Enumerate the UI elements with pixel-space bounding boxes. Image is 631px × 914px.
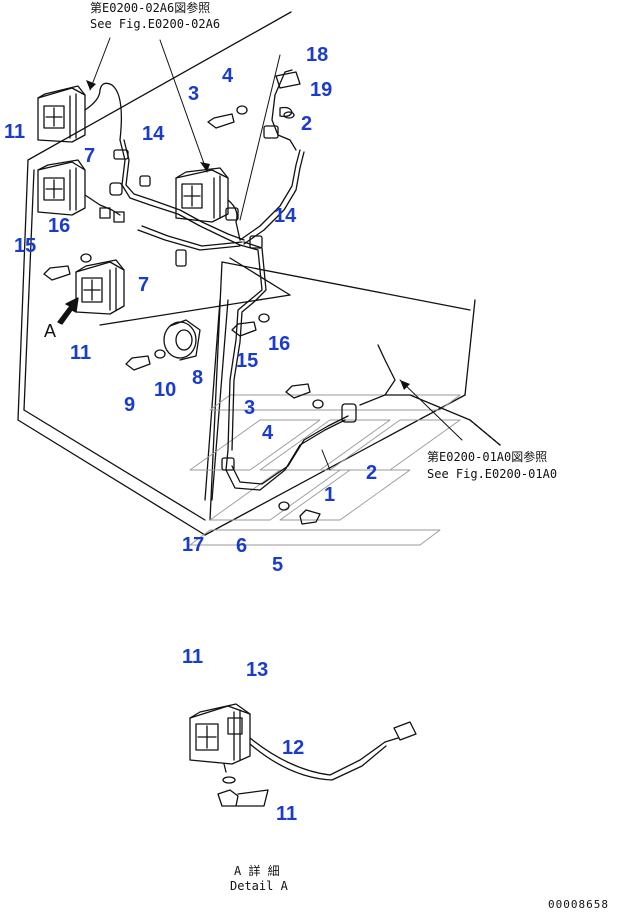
drawing-code: 00008658	[548, 898, 609, 911]
reference-note-right-en: See Fig.E0200-01A0	[427, 467, 558, 481]
callout-18: 18	[306, 44, 329, 66]
callout-15-lower: 15	[236, 350, 259, 372]
callout-3-lower: 3	[244, 397, 256, 419]
view-a-arrow	[57, 297, 79, 325]
work-lamp-top-left	[37, 82, 123, 143]
cab-frame	[17, 11, 476, 536]
callout-10: 10	[154, 379, 177, 401]
rubber-grommet	[163, 319, 201, 361]
work-lamp-center	[175, 167, 241, 241]
callout-5: 5	[272, 554, 284, 576]
callout-2: 2	[301, 113, 313, 135]
view-a-label: A	[44, 321, 57, 341]
callout-4: 4	[222, 65, 234, 87]
callout-19: 19	[310, 79, 333, 101]
detail-callout-12: 12	[282, 737, 305, 759]
work-lamp-mid-left	[37, 159, 125, 223]
callout-11-lower: 11	[70, 342, 92, 364]
callout-11: 11	[4, 121, 26, 143]
reference-note-right-jp: 第E0200-01A0図参照	[427, 450, 548, 464]
callout-14: 14	[142, 123, 165, 145]
callout-2-lower: 2	[366, 462, 378, 484]
callout-17: 17	[182, 534, 205, 556]
callout-16: 16	[48, 215, 71, 237]
work-lamp-lower-left	[75, 259, 125, 315]
callout-9: 9	[124, 394, 136, 416]
callout-15: 15	[14, 235, 37, 257]
callout-6: 6	[236, 535, 248, 557]
reference-note-top-jp: 第E0200-02A6図参照	[90, 1, 211, 15]
reference-note-top-en: See Fig.E0200-02A6	[90, 17, 221, 31]
leader-lines	[89, 37, 463, 471]
callout-7: 7	[84, 145, 96, 167]
callout-16-lower: 16	[268, 333, 291, 355]
clamps	[109, 71, 357, 471]
detail-callout-11: 11	[182, 646, 204, 668]
detail-callout-11-lower: 11	[276, 803, 298, 825]
detail-a-lamp	[189, 703, 417, 807]
callout-8: 8	[192, 367, 204, 389]
bolts-and-washers	[43, 105, 324, 525]
callout-7-lower: 7	[138, 274, 150, 296]
wiring-harness	[119, 69, 501, 491]
detail-caption-en: Detail A	[230, 879, 288, 893]
callout-14-lower: 14	[274, 205, 297, 227]
callout-1: 1	[324, 484, 336, 506]
callout-3: 3	[188, 83, 200, 105]
detail-caption-jp: A 詳 細	[234, 864, 280, 878]
detail-callout-13: 13	[246, 659, 269, 681]
callout-4-lower: 4	[262, 422, 274, 444]
